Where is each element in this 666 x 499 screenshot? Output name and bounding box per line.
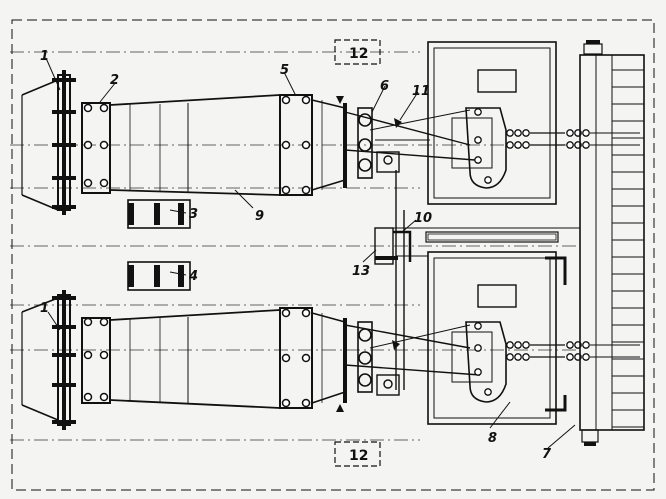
- component-13: [374, 227, 394, 265]
- label-5: 5: [280, 63, 289, 78]
- disc-6-upper: [357, 107, 373, 179]
- leader-lines: [45, 57, 576, 449]
- cabinet-rows: [612, 69, 644, 428]
- coupling-2-upper: [81, 102, 111, 194]
- label-7: 7: [542, 447, 552, 462]
- bearing-block-3: [127, 199, 191, 229]
- motor-housing-lower: [427, 251, 557, 425]
- frame-border: [11, 19, 655, 491]
- label-3: 3: [189, 207, 198, 222]
- label-13: 13: [352, 264, 370, 279]
- zone-12-top: 12: [334, 39, 381, 65]
- upper-assembly: [21, 41, 640, 215]
- motor-housing-upper: [427, 41, 557, 205]
- cabinet-7: [579, 40, 645, 446]
- zone-12-bottom: 12: [334, 441, 381, 467]
- reference-labels: 1 2 5 6 11 3 4 9 10 13 1 8 7: [40, 49, 552, 462]
- centerlines: [10, 51, 580, 441]
- bearing-block-4: [127, 261, 191, 291]
- coupling-5-lower: [279, 307, 313, 409]
- label-9: 9: [255, 209, 264, 224]
- label-12-top: 12: [349, 46, 368, 62]
- label-11: 11: [412, 84, 430, 99]
- label-10: 10: [414, 211, 432, 226]
- center-frame: [374, 170, 580, 390]
- label-12-bottom: 12: [349, 448, 368, 464]
- label-6: 6: [380, 79, 389, 94]
- label-1-bottom: 1: [40, 301, 49, 316]
- label-2: 2: [110, 73, 119, 88]
- label-8: 8: [488, 431, 497, 446]
- lower-assembly: [21, 251, 640, 430]
- coupling-2-lower: [81, 317, 111, 404]
- label-1-top: 1: [40, 49, 49, 64]
- disc-6-lower: [357, 321, 373, 393]
- label-4: 4: [188, 269, 198, 284]
